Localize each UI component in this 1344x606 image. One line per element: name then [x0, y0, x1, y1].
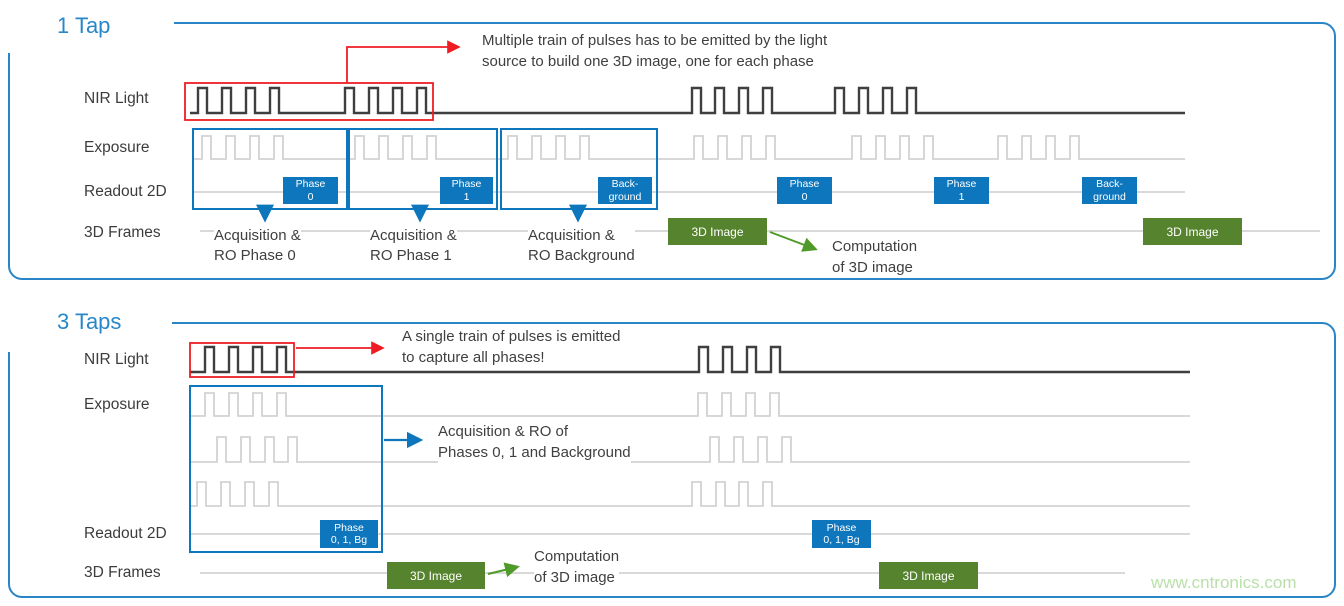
tag-line: Back- [611, 178, 639, 190]
red-highlight-box-3taps [189, 342, 295, 378]
readout-tag-all-phases-a: Phase 0, 1, Bg [320, 520, 378, 548]
tag-line: 1 [958, 190, 965, 203]
tag-line: 0 [801, 190, 808, 203]
nir-annotation-1tap-line1: Multiple train of pulses has to be emitt… [482, 32, 828, 49]
readout-tag-phase0-b: Phase 0 [777, 177, 832, 204]
panel-3taps-title-mask [0, 306, 172, 352]
frame-box-3dimage-3taps-a: 3D Image [387, 562, 485, 589]
acquisition-label-phase1: Acquisition & RO Phase 1 [370, 226, 457, 266]
readout-tag-background-a: Back- ground [598, 177, 652, 204]
tag-line: 0, 1, Bg [823, 534, 860, 546]
nir-waveform-1tap [190, 86, 1185, 115]
computation-note-1tap: Computation of 3D image [832, 236, 918, 278]
tag-line: 0, 1, Bg [330, 534, 368, 546]
tag-line: Phase [295, 178, 326, 190]
tag-line: ground [1093, 190, 1126, 203]
red-highlight-box-1tap [184, 82, 434, 121]
row-label-nir-1tap: NIR Light [84, 90, 149, 107]
frame-box-3dimage-1tap-a: 3D Image [668, 218, 767, 245]
panel-title-1tap: 1 Tap [57, 13, 111, 38]
row-label-readout-3taps: Readout 2D [84, 525, 167, 542]
comp1-line1: Computation [832, 238, 918, 255]
frame-box-3dimage-3taps-b: 3D Image [879, 562, 978, 589]
nir3-line1: A single train of pulses is emitted [402, 328, 621, 345]
readout-tag-all-phases-b: Phase 0, 1, Bg [812, 520, 871, 548]
nir-annotation-1tap-line2: source to build one 3D image, one for ea… [482, 53, 814, 70]
green-computation-arrow-1tap [769, 231, 818, 252]
acq1-line2: RO Phase 1 [370, 247, 452, 264]
nir-annotation-1tap: Multiple train of pulses has to be emitt… [482, 30, 828, 72]
nir-waveform-3taps [190, 345, 1190, 374]
tag-line: 1 [463, 190, 470, 203]
tag-line: Phase [451, 178, 482, 190]
panel-3taps-border [8, 322, 1336, 598]
row-label-nir-3taps: NIR Light [84, 351, 149, 368]
exposure3-waveform-3taps [190, 481, 1190, 507]
row-label-readout-1tap: Readout 2D [84, 183, 167, 200]
panel-1tap-border [8, 22, 1336, 280]
tag-line: Back- [1096, 178, 1123, 190]
comp1-line2: of 3D image [832, 259, 913, 276]
exposure1-waveform-3taps [190, 392, 1190, 417]
acquisition-box-3taps [189, 385, 383, 553]
panel-title-3taps: 3 Taps [57, 309, 122, 334]
tag-line: Phase [826, 521, 857, 534]
row-label-exposure-3taps: Exposure [84, 396, 150, 413]
acq0-line2: RO Phase 0 [214, 247, 296, 264]
exp3-line2: Phases 0, 1 and Background [438, 444, 631, 461]
computation-note-3taps: Computation of 3D image [534, 546, 620, 588]
red-annotation-arrow-1tap [346, 40, 461, 83]
exposure-annotation-3taps: Acquisition & RO of Phases 0, 1 and Back… [438, 421, 631, 463]
tag-line: 0 [307, 190, 314, 203]
exp3-line1: Acquisition & RO of [438, 423, 569, 440]
tag-line: Phase [334, 521, 364, 534]
row-label-frames-1tap: 3D Frames [84, 224, 161, 241]
row-label-frames-3taps: 3D Frames [84, 564, 161, 581]
frame-box-3dimage-1tap-b: 3D Image [1143, 218, 1242, 245]
acq0-line1: Acquisition & [214, 227, 301, 244]
readout-tag-background-b: Back- ground [1082, 177, 1137, 204]
acq2-line1: Acquisition & [528, 227, 615, 244]
readout-tag-phase1-a: Phase 1 [440, 177, 493, 204]
nir3-line2: to capture all phases! [402, 349, 545, 366]
tag-line: ground [608, 190, 642, 203]
green-computation-arrow-3taps [487, 562, 520, 578]
watermark: www.cntronics.com [1151, 573, 1297, 592]
panel-1tap-title-mask [0, 10, 174, 53]
tag-line: Phase [946, 178, 977, 190]
acquisition-label-phase0: Acquisition & RO Phase 0 [214, 226, 301, 266]
readout-tag-phase1-b: Phase 1 [934, 177, 989, 204]
tag-line: Phase [789, 178, 820, 190]
readout-tag-phase0-a: Phase 0 [283, 177, 338, 204]
comp3-line2: of 3D image [534, 569, 615, 586]
exposure-waveform-1tap [193, 135, 1185, 160]
acq2-line2: RO Background [528, 247, 635, 264]
acq1-line1: Acquisition & [370, 227, 457, 244]
acquisition-label-background: Acquisition & RO Background [528, 226, 635, 266]
row-label-exposure-1tap: Exposure [84, 139, 150, 156]
exposure2-waveform-3taps [190, 436, 1190, 463]
comp3-line1: Computation [534, 548, 620, 565]
nir-annotation-3taps: A single train of pulses is emitted to c… [402, 326, 621, 368]
